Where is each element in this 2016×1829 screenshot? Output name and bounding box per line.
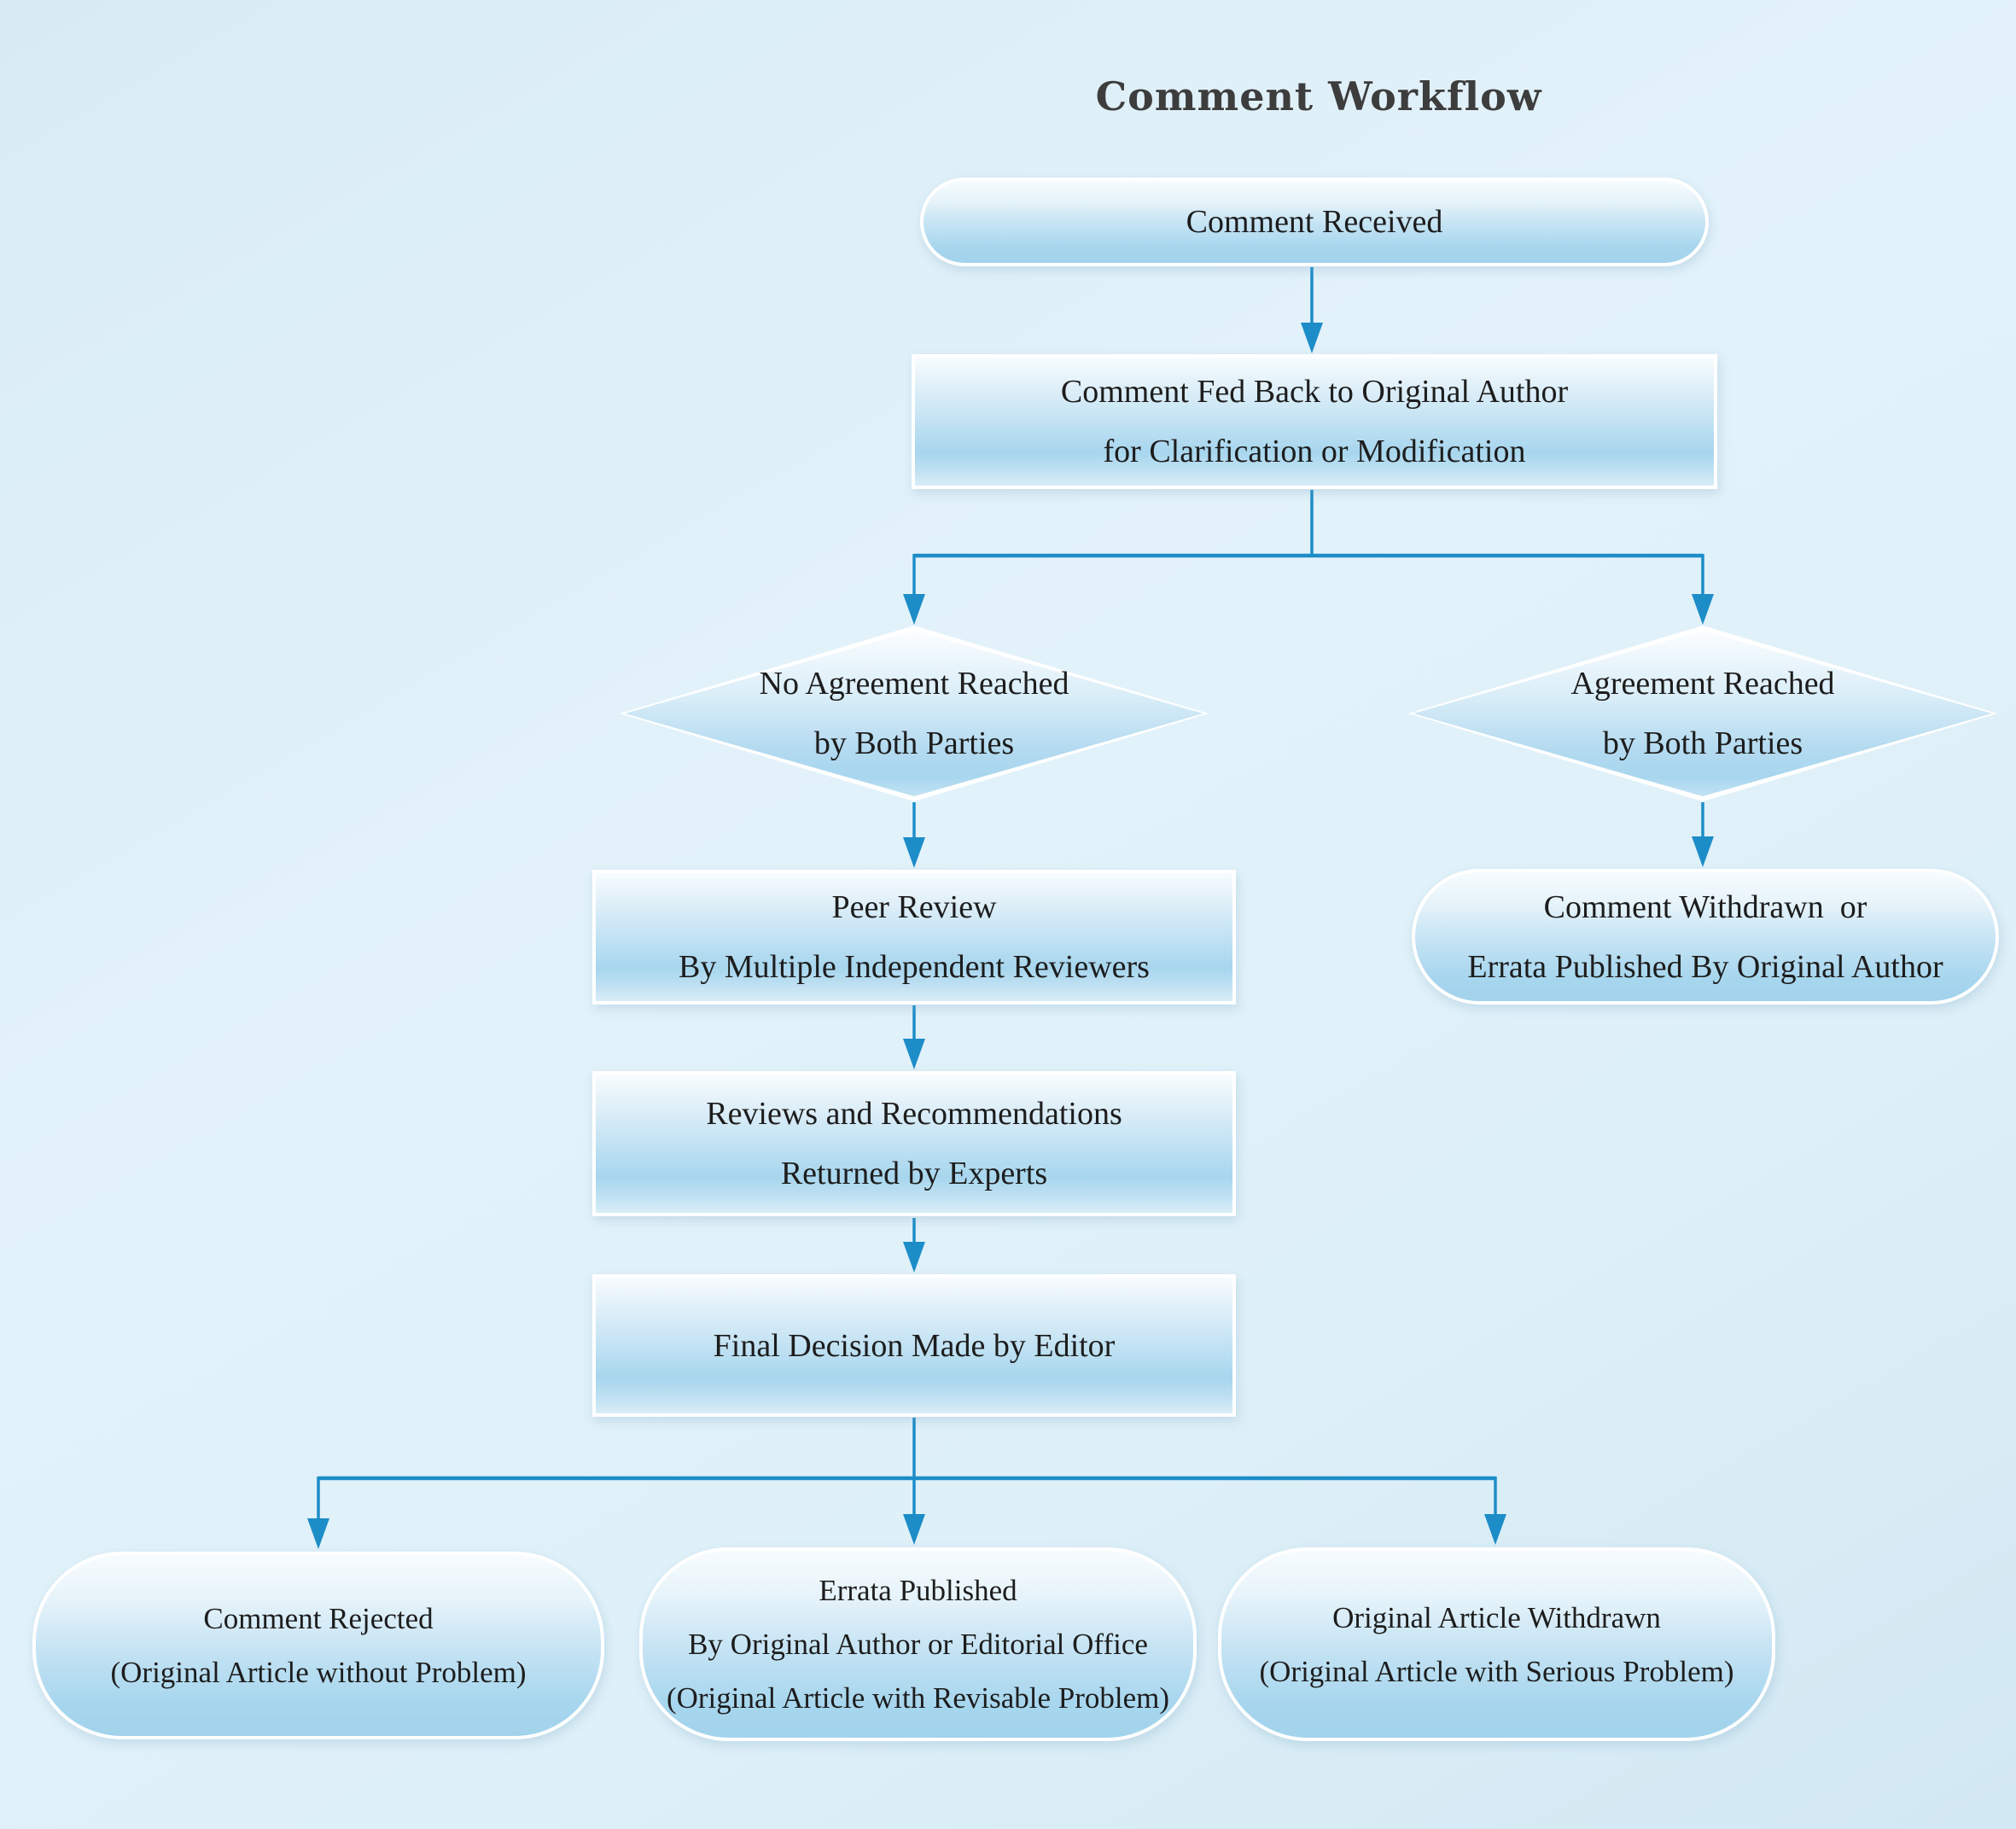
diamond-label: No Agreement Reached by Both Parties	[759, 666, 1069, 761]
node-comment-received: Comment Received	[920, 178, 1709, 266]
arrowhead-errata-published	[903, 1514, 925, 1545]
diamond-label: Agreement Reached by Both Parties	[1570, 666, 1835, 761]
arrowhead-agreement	[1692, 594, 1714, 625]
arrowhead-peer-review	[903, 837, 925, 868]
node-no-agreement-decision: No Agreement Reached by Both Parties	[620, 626, 1209, 801]
node-errata-published: Errata Published By Original Author or E…	[639, 1547, 1197, 1741]
arrowhead-rejected	[307, 1518, 329, 1549]
arrowhead-article-withdrawn	[1484, 1514, 1506, 1545]
diagram-title: Comment Workflow	[1095, 73, 1542, 119]
node-original-article-withdrawn: Original Article Withdrawn (Original Art…	[1218, 1547, 1775, 1741]
node-peer-review: Peer Review By Multiple Independent Revi…	[592, 870, 1236, 1005]
node-comment-feedback: Comment Fed Back to Original Author for …	[912, 354, 1717, 489]
arrowhead-no-agreement	[903, 594, 925, 625]
arrowhead-reviews	[903, 1039, 925, 1069]
node-comment-withdrawn-or-errata: Comment Withdrawn or Errata Published By…	[1412, 869, 1999, 1005]
arrowhead-feedback	[1301, 323, 1323, 353]
node-comment-rejected: Comment Rejected (Original Article witho…	[32, 1552, 604, 1739]
arrowhead-final	[903, 1242, 925, 1273]
arrowhead-withdrawn	[1692, 836, 1714, 867]
node-agreement-decision: Agreement Reached by Both Parties	[1408, 626, 1997, 801]
node-final-decision: Final Decision Made by Editor	[592, 1274, 1236, 1417]
node-reviews-returned: Reviews and Recommendations Returned by …	[592, 1071, 1236, 1216]
